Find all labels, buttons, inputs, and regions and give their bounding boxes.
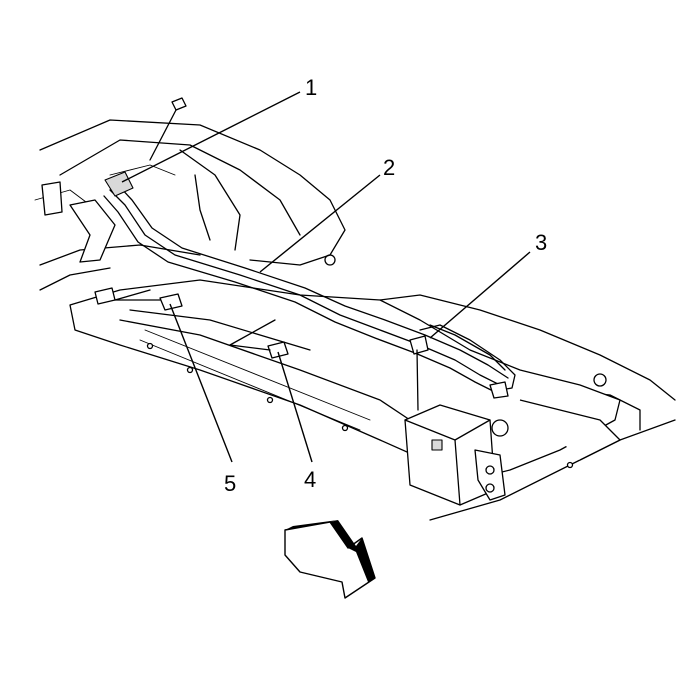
callout-5: 5 [224,471,236,496]
fuel-tank [69,279,621,481]
leader-5 [169,303,233,463]
fuel-lines [103,171,516,411]
callout-4: 4 [304,467,316,492]
retainer-clips [94,287,289,359]
leader-3 [429,251,531,339]
callout-3: 3 [535,230,547,255]
leader-lines [121,91,531,463]
callout-labels: 1 2 3 4 5 [224,75,547,496]
leader-2 [259,174,381,273]
front-direction-arrow-icon [284,520,376,599]
vehicle-frame [34,97,676,521]
callout-2: 2 [383,155,395,180]
leader-1 [121,91,301,183]
evap-canister [404,404,506,506]
bolt-icon [149,97,187,161]
leader-4 [277,351,313,463]
callout-1: 1 [305,75,317,100]
